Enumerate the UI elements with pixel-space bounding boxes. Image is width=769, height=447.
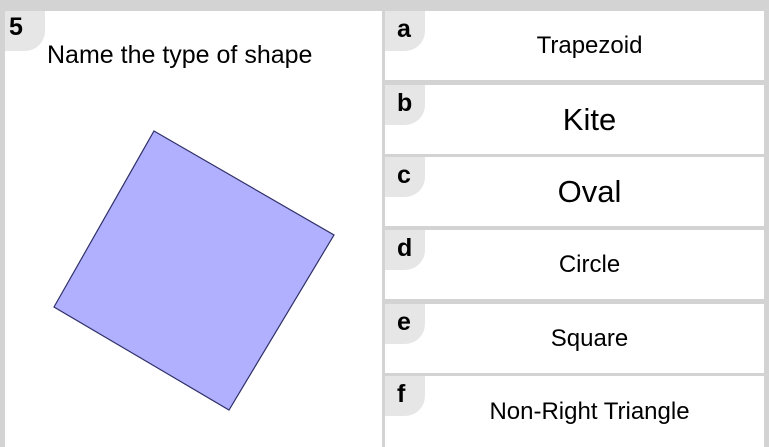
answer-list: a Trapezoid b Kite c Oval d Circle e [385,11,764,447]
answer-option-a[interactable]: a Trapezoid [385,11,764,80]
answer-letter-badge: c [385,157,425,197]
answer-label: Trapezoid [536,31,643,59]
answer-label: Square [550,324,629,352]
answer-option-b[interactable]: b Kite [385,85,764,154]
square-shape [53,130,335,411]
answer-letter-badge: b [385,85,425,125]
shape-figure [53,130,335,411]
question-number: 5 [9,13,23,41]
answer-option-f[interactable]: f Non-Right Triangle [385,376,764,447]
answer-option-d[interactable]: d Circle [385,230,764,299]
answer-letter: d [397,234,413,262]
answer-letter-badge: a [385,11,425,51]
answer-label: Oval [557,173,622,209]
answer-letter-badge: d [385,230,425,270]
answer-letter: a [397,15,411,43]
answer-letter: e [397,308,411,336]
answer-option-c[interactable]: c Oval [385,157,764,226]
answer-letter-badge: e [385,304,425,344]
answer-letter: b [397,89,413,117]
question-number-badge: 5 [5,11,45,51]
question-panel: 5 Name the type of shape [5,11,382,447]
answer-label: Non-Right Triangle [489,397,690,425]
question-prompt: Name the type of shape [47,41,313,69]
answer-letter: f [397,380,406,408]
answer-label: Circle [558,250,621,278]
answer-letter: c [397,161,411,189]
answer-letter-badge: f [385,376,425,416]
answer-option-e[interactable]: e Square [385,304,764,373]
answer-label: Kite [562,101,617,137]
